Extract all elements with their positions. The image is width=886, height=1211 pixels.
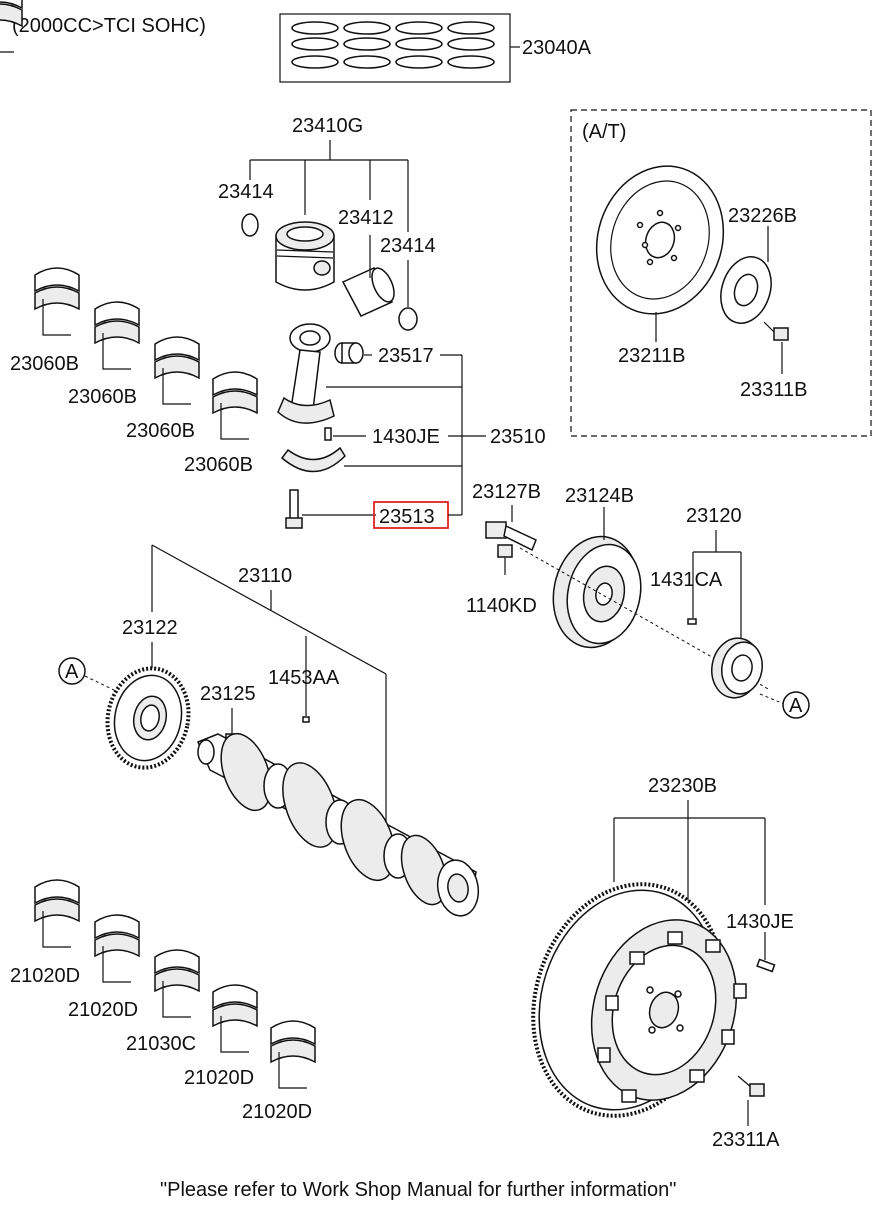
part-23060B-1[interactable]: 23060B <box>10 353 79 375</box>
rod-bolt <box>285 489 303 529</box>
damper-pulley <box>552 535 642 649</box>
at-inset-label: (A/T) <box>582 121 626 143</box>
part-23120[interactable]: 23120 <box>686 505 742 527</box>
part-21020D-2[interactable]: 21020D <box>68 999 138 1021</box>
part-23040A[interactable]: 23040A <box>522 37 592 59</box>
part-21020D-1[interactable]: 21020D <box>10 965 80 987</box>
bearing-shell <box>0 0 23 53</box>
part-23110[interactable]: 23110 <box>238 565 292 587</box>
part-1430JE-rod[interactable]: 1430JE <box>372 426 440 448</box>
crankshaft <box>197 732 480 917</box>
part-23414-lower[interactable]: 23414 <box>380 235 436 257</box>
crank-sprocket <box>711 637 763 699</box>
rod-bushing <box>334 342 364 364</box>
piston <box>275 221 335 291</box>
pulley-bolt <box>485 521 537 552</box>
part-1140KD[interactable]: 1140KD <box>466 595 537 617</box>
marker-a-left <box>58 657 86 685</box>
part-23124B[interactable]: 23124B <box>565 485 634 507</box>
part-1430JE-flywheel[interactable]: 1430JE <box>726 911 794 933</box>
marker-a-left-label: A <box>65 661 79 683</box>
part-23412[interactable]: 23412 <box>338 207 394 229</box>
piston-pin <box>341 267 395 317</box>
at-inset-frame <box>570 109 872 437</box>
flywheel <box>531 882 747 1118</box>
part-23230B[interactable]: 23230B <box>648 775 717 797</box>
bolt-23311B <box>763 321 789 341</box>
rod-dowel-pin <box>324 427 332 441</box>
engine-note: (2000CC>TCI SOHC) <box>12 15 206 37</box>
part-23060B-2[interactable]: 23060B <box>68 386 137 408</box>
flywheel-dowel <box>756 958 776 973</box>
flywheel-bolt <box>737 1075 765 1097</box>
part-23311A[interactable]: 23311A <box>712 1129 780 1151</box>
part-23226B[interactable]: 23226B <box>728 205 797 227</box>
part-23510[interactable]: 23510 <box>490 426 546 448</box>
adapter-plate <box>720 256 772 324</box>
part-23125[interactable]: 23125 <box>200 683 256 705</box>
part-23311B[interactable]: 23311B <box>740 379 807 401</box>
connecting-rod <box>277 323 335 424</box>
crank-key <box>302 716 310 723</box>
piston-ring-set <box>279 13 511 83</box>
part-1453AA[interactable]: 1453AA <box>268 667 340 689</box>
part-1431CA[interactable]: 1431CA <box>650 569 723 591</box>
part-23410G[interactable]: 23410G <box>292 115 363 137</box>
washer-bolt <box>497 544 513 575</box>
part-21030C[interactable]: 21030C <box>126 1033 196 1055</box>
part-23513[interactable]: 23513 <box>379 506 435 528</box>
part-23122[interactable]: 23122 <box>122 617 178 639</box>
crank-gear <box>105 666 191 770</box>
part-23414-upper[interactable]: 23414 <box>218 181 274 203</box>
part-23060B-4[interactable]: 23060B <box>184 454 253 476</box>
snap-ring-left <box>241 213 259 237</box>
part-23127B[interactable]: 23127B <box>472 481 541 503</box>
part-23211B[interactable]: 23211B <box>618 345 685 367</box>
drive-plate <box>595 165 725 315</box>
part-23517[interactable]: 23517 <box>378 345 434 367</box>
snap-ring-right <box>398 307 418 331</box>
marker-a-right <box>782 691 810 719</box>
marker-a-right-label: A <box>789 695 803 717</box>
rod-cap <box>280 446 346 473</box>
footer-note: "Please refer to Work Shop Manual for fu… <box>160 1179 676 1201</box>
part-21020D-3[interactable]: 21020D <box>184 1067 254 1089</box>
part-23060B-3[interactable]: 23060B <box>126 420 195 442</box>
pulley-key <box>687 618 697 625</box>
part-21020D-4[interactable]: 21020D <box>242 1101 312 1123</box>
